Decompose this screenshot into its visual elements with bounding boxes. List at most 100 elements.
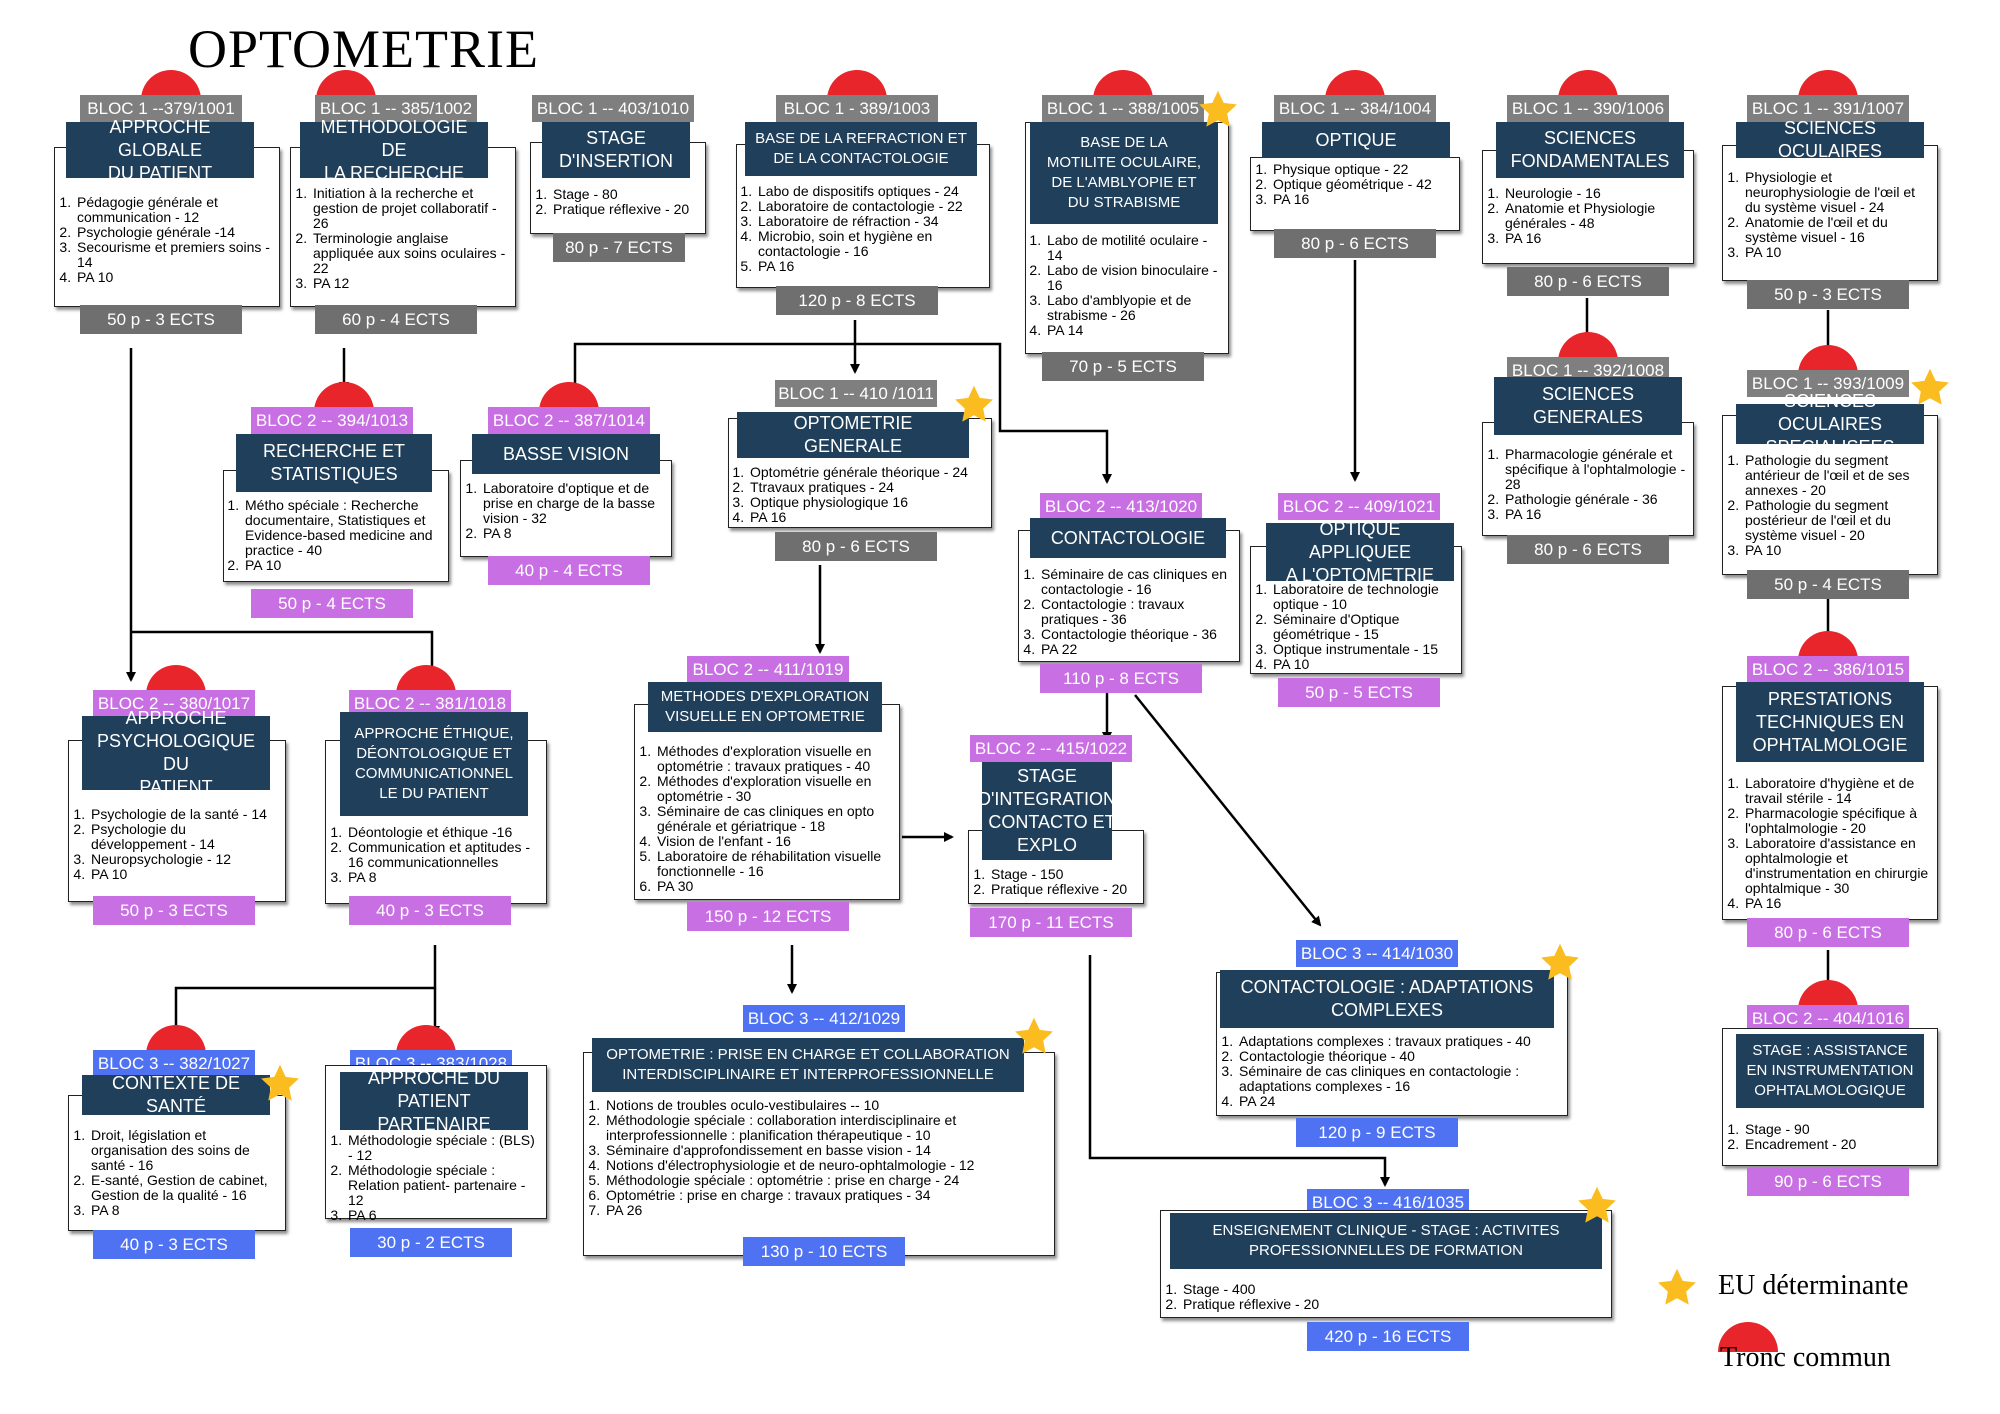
course-item: Optique physiologique 16 bbox=[748, 495, 983, 510]
course-item: PA 16 bbox=[756, 259, 981, 274]
unit-footer: 420 p - 16 ECTS bbox=[1307, 1322, 1469, 1351]
unit-title: APPROCHE DU PATIENT PARTENAIRE bbox=[340, 1068, 528, 1134]
course-item: Vision de l'enfant - 16 bbox=[655, 834, 894, 849]
unit-course-list: Optométrie générale théorique - 24Ttrava… bbox=[733, 465, 983, 525]
unit-title: APPROCHE PSYCHOLOGIQUE DU PATIENT bbox=[82, 708, 270, 797]
bloc-label: BLOC 1 -- 391/1007 bbox=[1747, 95, 1909, 122]
course-item: PA 16 bbox=[1271, 192, 1454, 207]
unit-title-text: PRESTATIONS TECHNIQUES EN OPHTALMOLOGIE bbox=[1752, 688, 1908, 755]
course-item: Neuropsychologie - 12 bbox=[89, 852, 278, 867]
course-item: Optique géométrique - 42 bbox=[1271, 177, 1454, 192]
bloc-label: BLOC 1 - 389/1003 bbox=[776, 95, 938, 122]
unit-title: BASE DE LA REFRACTION ET DE LA CONTACTOL… bbox=[745, 122, 977, 176]
unit-title-text: CONTEXTE DE SANTÉ bbox=[111, 1073, 240, 1116]
unit-title: APPROCHE GLOBALE DU PATIENT bbox=[66, 117, 254, 183]
unit-course-list: Droit, législation et organisation des s… bbox=[74, 1128, 278, 1218]
course-item: Physiologie et neurophysiologie de l'œil… bbox=[1743, 170, 1930, 215]
course-item: Neurologie - 16 bbox=[1503, 186, 1686, 201]
unit-title-text: SCIENCES GENERALES bbox=[1532, 384, 1644, 427]
course-item: Contactologie : travaux pratiques - 36 bbox=[1039, 597, 1234, 627]
star-icon bbox=[258, 1062, 302, 1106]
unit-title: CONTEXTE DE SANTÉ bbox=[82, 1073, 270, 1116]
unit-box[interactable] bbox=[460, 460, 672, 557]
star-icon bbox=[1012, 1015, 1056, 1059]
unit-footer: 130 p - 10 ECTS bbox=[743, 1237, 905, 1266]
bloc-label: BLOC 2 -- 386/1015 bbox=[1747, 656, 1909, 683]
unit-title-text: BASE DE LA REFRACTION ET DE LA CONTACTOL… bbox=[755, 130, 967, 167]
course-item: Optométrie : prise en charge : travaux p… bbox=[604, 1188, 1049, 1203]
course-item: PA 24 bbox=[1237, 1094, 1560, 1109]
unit-footer: 50 p - 3 ECTS bbox=[93, 896, 255, 925]
bloc-label: BLOC 1 -- 390/1006 bbox=[1507, 95, 1669, 122]
course-item: Labo de motilité oculaire - 14 bbox=[1045, 233, 1222, 263]
unit-title-text: OPTIQUE bbox=[1315, 129, 1397, 150]
unit-footer: 110 p - 8 ECTS bbox=[1040, 664, 1202, 693]
unit-course-list: Neurologie - 16Anatomie et Physiologie g… bbox=[1488, 186, 1686, 246]
course-item: Psychologie de la santé - 14 bbox=[89, 807, 278, 822]
unit-title-text: STAGE D'INSERTION bbox=[558, 128, 674, 171]
course-item: Initiation à la recherche et gestion de … bbox=[311, 186, 508, 231]
bloc-label: BLOC 2 -- 394/1013 bbox=[251, 407, 413, 434]
unit-title-text: RECHERCHE ET STATISTIQUES bbox=[262, 441, 405, 484]
unit-footer: 40 p - 3 ECTS bbox=[93, 1230, 255, 1259]
bloc-label: BLOC 2 -- 387/1014 bbox=[488, 407, 650, 434]
course-item: Séminaire de cas cliniques en opto génér… bbox=[655, 804, 894, 834]
unit-title: OPTOMETRIE GENERALE bbox=[737, 412, 969, 458]
unit-course-list: Stage - 90Encadrement - 20 bbox=[1728, 1122, 1930, 1152]
bloc-label: BLOC 2 -- 413/1020 bbox=[1040, 493, 1202, 520]
course-item: Stage - 150 bbox=[989, 867, 1138, 882]
unit-footer: 30 p - 2 ECTS bbox=[350, 1228, 512, 1257]
unit-title: STAGE D'INTEGRATION : CONTACTO ET EXPLO bbox=[978, 762, 1116, 860]
unit-title: CONTACTOLOGIE bbox=[1030, 518, 1226, 558]
unit-title-text: ENSEIGNEMENT CLINIQUE - STAGE : ACTIVITE… bbox=[1212, 1222, 1560, 1259]
course-item: Adaptations complexes : travaux pratique… bbox=[1237, 1034, 1560, 1049]
unit-footer: 40 p - 3 ECTS bbox=[349, 896, 511, 925]
unit-course-list: Laboratoire de technologie optique - 10S… bbox=[1256, 582, 1454, 672]
course-item: PA 10 bbox=[1743, 245, 1930, 260]
unit-footer: 50 p - 4 ECTS bbox=[251, 589, 413, 618]
unit-course-list: Pédagogie générale et communication - 12… bbox=[60, 195, 270, 285]
course-item: Notions d'électrophysiologie et de neuro… bbox=[604, 1158, 1049, 1173]
unit-title: RECHERCHE ET STATISTIQUES bbox=[236, 434, 432, 492]
unit-title: OPTIQUE bbox=[1262, 122, 1450, 158]
unit-title-text: OPTIQUE APPLIQUEE A L'OPTOMETRIE bbox=[1285, 518, 1435, 585]
unit-course-list: Notions de troubles oculo-vestibulaires … bbox=[589, 1098, 1049, 1218]
unit-footer: 80 p - 6 ECTS bbox=[1507, 535, 1669, 564]
bloc-label: BLOC 1 -- 410 /1011 bbox=[775, 380, 937, 407]
bloc-label: BLOC 3 -- 412/1029 bbox=[743, 1005, 905, 1032]
unit-course-list: Pharmacologie générale et spécifique à l… bbox=[1488, 447, 1686, 522]
course-item: PA 10 bbox=[75, 270, 270, 285]
unit-footer: 90 p - 6 ECTS bbox=[1747, 1167, 1909, 1196]
course-item: Laboratoire de réfraction - 34 bbox=[756, 214, 981, 229]
unit-box[interactable] bbox=[1482, 422, 1694, 536]
course-item: PA 8 bbox=[481, 526, 664, 541]
unit-box[interactable] bbox=[1722, 145, 1938, 281]
course-item: Physique optique - 22 bbox=[1271, 162, 1454, 177]
course-item: PA 26 bbox=[604, 1203, 1049, 1218]
unit-title-text: METHODOLOGIE DE LA RECHERCHE bbox=[320, 116, 468, 183]
course-item: Laboratoire d'hygiène et de travail stér… bbox=[1743, 776, 1930, 806]
course-item: Métho spéciale : Recherche documentaire,… bbox=[243, 498, 442, 558]
unit-title: STAGE : ASSISTANCE EN INSTRUMENTATION OP… bbox=[1736, 1034, 1924, 1108]
link-415-416 bbox=[1088, 955, 1390, 1187]
course-item: PA 14 bbox=[1045, 323, 1222, 338]
unit-box[interactable] bbox=[68, 1095, 286, 1231]
course-item: Pharmacologie générale et spécifique à l… bbox=[1503, 447, 1686, 492]
unit-title: METHODES D'EXPLORATION VISUELLE EN OPTOM… bbox=[648, 682, 882, 732]
course-item: Microbio, soin et hygiène en contactolog… bbox=[756, 229, 981, 259]
star-icon bbox=[952, 383, 996, 427]
course-item: PA 16 bbox=[1503, 507, 1686, 522]
unit-course-list: Séminaire de cas cliniques en contactolo… bbox=[1024, 567, 1234, 657]
unit-course-list: Stage - 400Pratique réflexive - 20 bbox=[1166, 1282, 1606, 1312]
course-item: Notions de troubles oculo-vestibulaires … bbox=[604, 1098, 1049, 1113]
bloc-label: BLOC 2 -- 411/1019 bbox=[687, 656, 849, 683]
course-item: Méthodologie spéciale : Relation patient… bbox=[346, 1163, 541, 1208]
course-item: Séminaire d'approfondissement en basse v… bbox=[604, 1143, 1049, 1158]
course-item: Psychologie du développement - 14 bbox=[89, 822, 278, 852]
unit-box[interactable] bbox=[634, 704, 900, 900]
course-item: PA 8 bbox=[89, 1203, 278, 1218]
unit-footer: 120 p - 8 ECTS bbox=[776, 286, 938, 315]
unit-course-list: Méthodes d'exploration visuelle en optom… bbox=[640, 744, 894, 894]
unit-footer: 170 p - 11 ECTS bbox=[970, 908, 1132, 937]
unit-course-list: Physiologie et neurophysiologie de l'œil… bbox=[1728, 170, 1930, 260]
